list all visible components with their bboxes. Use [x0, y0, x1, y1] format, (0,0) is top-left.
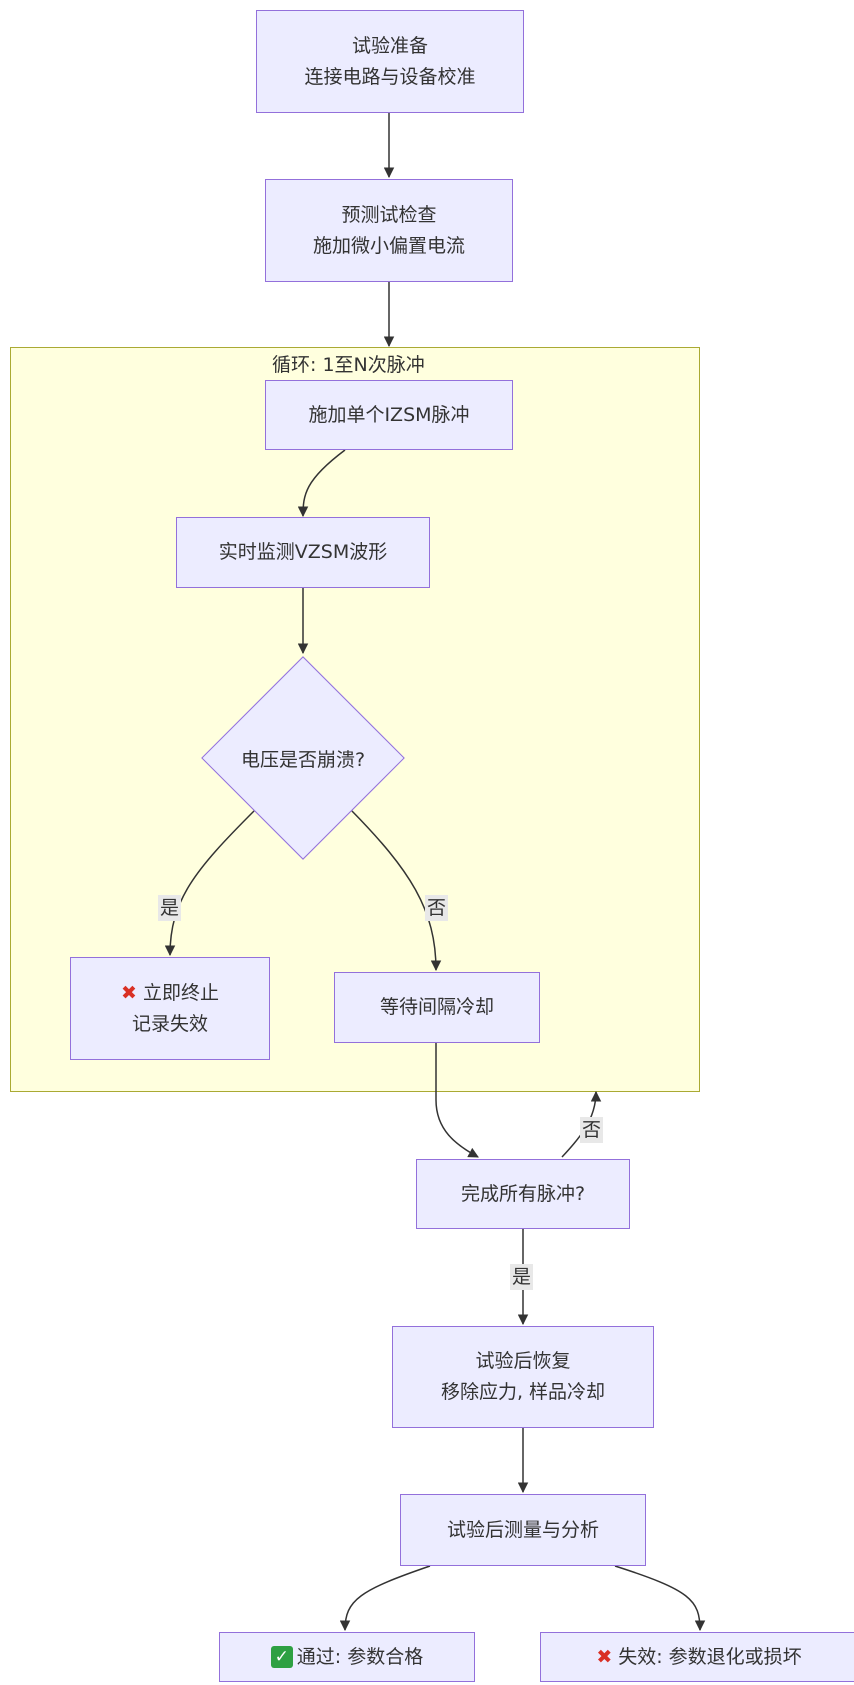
node-post-test-recovery: 试验后恢复 移除应力, 样品冷却: [392, 1326, 654, 1428]
edge-measure-pass: [339, 1565, 431, 1632]
node-label-line2: 移除应力, 样品冷却: [440, 1381, 606, 1403]
node-label-line1: 试验后恢复: [475, 1350, 571, 1372]
node-voltage-collapse-decision: 电压是否崩溃?: [200, 655, 406, 861]
node-label-line2: 连接电路与设备校准: [304, 65, 476, 88]
node-test-preparation: 试验准备 连接电路与设备校准: [256, 10, 524, 113]
edge-label-yes-collapse: 是: [158, 895, 182, 921]
node-label-line1: 失效: 参数退化或损坏: [618, 1645, 802, 1668]
node-wait-cooldown: 等待间隔冷却: [334, 972, 540, 1043]
edge-label-yes-done: 是: [510, 1264, 534, 1290]
cross-mark-icon: ✖: [121, 981, 137, 1004]
node-pass-result: ✓ 通过: 参数合格: [219, 1632, 475, 1682]
node-label-line1: 完成所有脉冲?: [460, 1182, 586, 1205]
loop-cluster-title: 循环: 1至N次脉冲: [272, 354, 425, 376]
edge-measure-fail: [614, 1565, 706, 1632]
edge-pulse-monitor: [297, 449, 346, 518]
node-label-line2: 记录失效: [131, 1012, 208, 1035]
node-label-line2: 施加微小偏置电流: [312, 234, 465, 257]
edge-wait-done: [435, 1043, 479, 1158]
edge-label-no-collapse: 否: [425, 895, 449, 921]
check-mark-icon: ✓: [270, 1646, 293, 1668]
edge-label-no-loop: 否: [580, 1117, 604, 1143]
node-post-test-measurement: 试验后测量与分析: [400, 1494, 646, 1566]
node-apply-pulse: 施加单个IZSM脉冲: [265, 380, 513, 450]
node-label-line1: 等待间隔冷却: [379, 996, 494, 1018]
node-monitor-waveform: 实时监测VZSM波形: [176, 517, 430, 588]
node-label-line1: 立即终止: [142, 981, 219, 1004]
edge-collapse-terminate: [164, 809, 256, 957]
node-label-line1: 施加单个IZSM脉冲: [308, 403, 470, 426]
node-label-line1: 预测试检查: [341, 203, 437, 226]
node-label-line1: 电压是否崩溃?: [240, 748, 366, 771]
node-label-line1: 试验后测量与分析: [446, 1518, 599, 1541]
node-label-line1: 通过: 参数合格: [296, 1645, 424, 1668]
node-pretest-check: 预测试检查 施加微小偏置电流: [265, 179, 513, 282]
node-all-pulses-done-decision: 完成所有脉冲?: [416, 1159, 630, 1229]
node-label-line1: 试验准备: [351, 34, 428, 57]
edge-collapse-wait: [350, 809, 442, 972]
node-terminate-record: ✖ 立即终止 记录失效: [70, 957, 270, 1060]
cross-mark-icon: ✖: [596, 1645, 613, 1668]
node-label-line1: 实时监测VZSM波形: [218, 541, 388, 563]
node-fail-result: ✖ 失效: 参数退化或损坏: [540, 1632, 854, 1682]
